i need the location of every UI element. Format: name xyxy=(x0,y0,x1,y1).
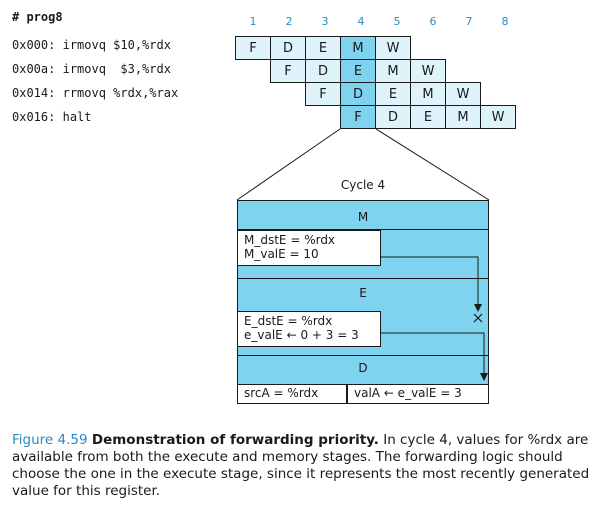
stage-cell: F xyxy=(305,82,341,106)
m-dste-label: M_dstE = %rdx xyxy=(244,233,336,247)
figure-caption-body: In cycle 4, values for %rdx are availabl… xyxy=(12,432,590,499)
cycle-number: 6 xyxy=(429,15,437,28)
line-instruction: irmovq $10,%rdx xyxy=(62,38,171,52)
stage-cell-highlighted: D xyxy=(340,82,376,106)
line-address: 0x000: xyxy=(12,38,56,52)
program-line: 0x014: rrmovq %rdx,%rax xyxy=(12,86,178,100)
cycle-number: 1 xyxy=(249,15,257,28)
stage-label-e: E xyxy=(359,286,367,300)
cycle-number: 2 xyxy=(285,15,293,28)
decode-srca-field: srcA = %rdx xyxy=(237,384,347,404)
cycle-detail-title: Cycle 4 xyxy=(340,178,386,192)
forwarding-paths xyxy=(381,256,488,381)
stage-cell: E xyxy=(410,105,446,129)
m-vale-label: M_valE = 10 xyxy=(244,247,319,261)
line-instruction: irmovq $3,%rdx xyxy=(62,62,171,76)
memory-stage-register: M_dstE = %rdx M_valE = 10 xyxy=(237,230,381,266)
stage-label-m: M xyxy=(357,210,369,224)
program-line: 0x016: halt xyxy=(12,110,92,124)
blocked-path-icon xyxy=(473,313,483,323)
stage-cell: D xyxy=(270,36,306,60)
stage-divider xyxy=(237,278,489,279)
stage-cell: M xyxy=(445,105,481,129)
stage-cell: E xyxy=(375,82,411,106)
stage-divider xyxy=(237,229,489,230)
stage-cell: D xyxy=(375,105,411,129)
stage-label-d: D xyxy=(358,361,368,375)
cycle-number: 7 xyxy=(465,15,473,28)
cycle-number: 5 xyxy=(393,15,401,28)
execute-stage-register: E_dstE = %rdx e_valE ← 0 + 3 = 3 xyxy=(237,311,381,347)
stage-cell: W xyxy=(480,105,516,129)
decode-vala-field: valA ← e_valE = 3 xyxy=(347,384,489,404)
stage-cell: F xyxy=(270,59,306,83)
line-instruction: halt xyxy=(62,110,92,124)
program-line: 0x000: irmovq $10,%rdx xyxy=(12,38,171,52)
e-vale-label: e_valE ← 0 + 3 = 3 xyxy=(244,328,359,342)
stage-cell: E xyxy=(305,36,341,60)
stage-divider xyxy=(237,355,489,356)
cycle-number: 4 xyxy=(357,15,365,28)
figure-number: Figure 4.59 xyxy=(12,432,88,448)
line-address: 0x016: xyxy=(12,110,56,124)
figure-title: Demonstration of forwarding priority. xyxy=(91,432,379,448)
cycle-number: 8 xyxy=(501,15,509,28)
e-dste-label: E_dstE = %rdx xyxy=(244,314,333,328)
line-address: 0x014: xyxy=(12,86,56,100)
figure-caption: Figure 4.59 Demonstration of forwarding … xyxy=(12,432,592,500)
line-instruction: rrmovq %rdx,%rax xyxy=(62,86,179,100)
srca-label: srcA = %rdx xyxy=(244,386,319,400)
stage-cell: F xyxy=(235,36,271,60)
program-title: # prog8 xyxy=(12,10,63,24)
line-address: 0x00a: xyxy=(12,62,56,76)
cycle-number: 3 xyxy=(321,15,329,28)
connector-lines xyxy=(236,128,490,201)
program-line: 0x00a: irmovq $3,%rdx xyxy=(12,62,171,76)
vala-label: valA ← e_valE = 3 xyxy=(354,386,462,400)
stage-cell: W xyxy=(375,36,411,60)
